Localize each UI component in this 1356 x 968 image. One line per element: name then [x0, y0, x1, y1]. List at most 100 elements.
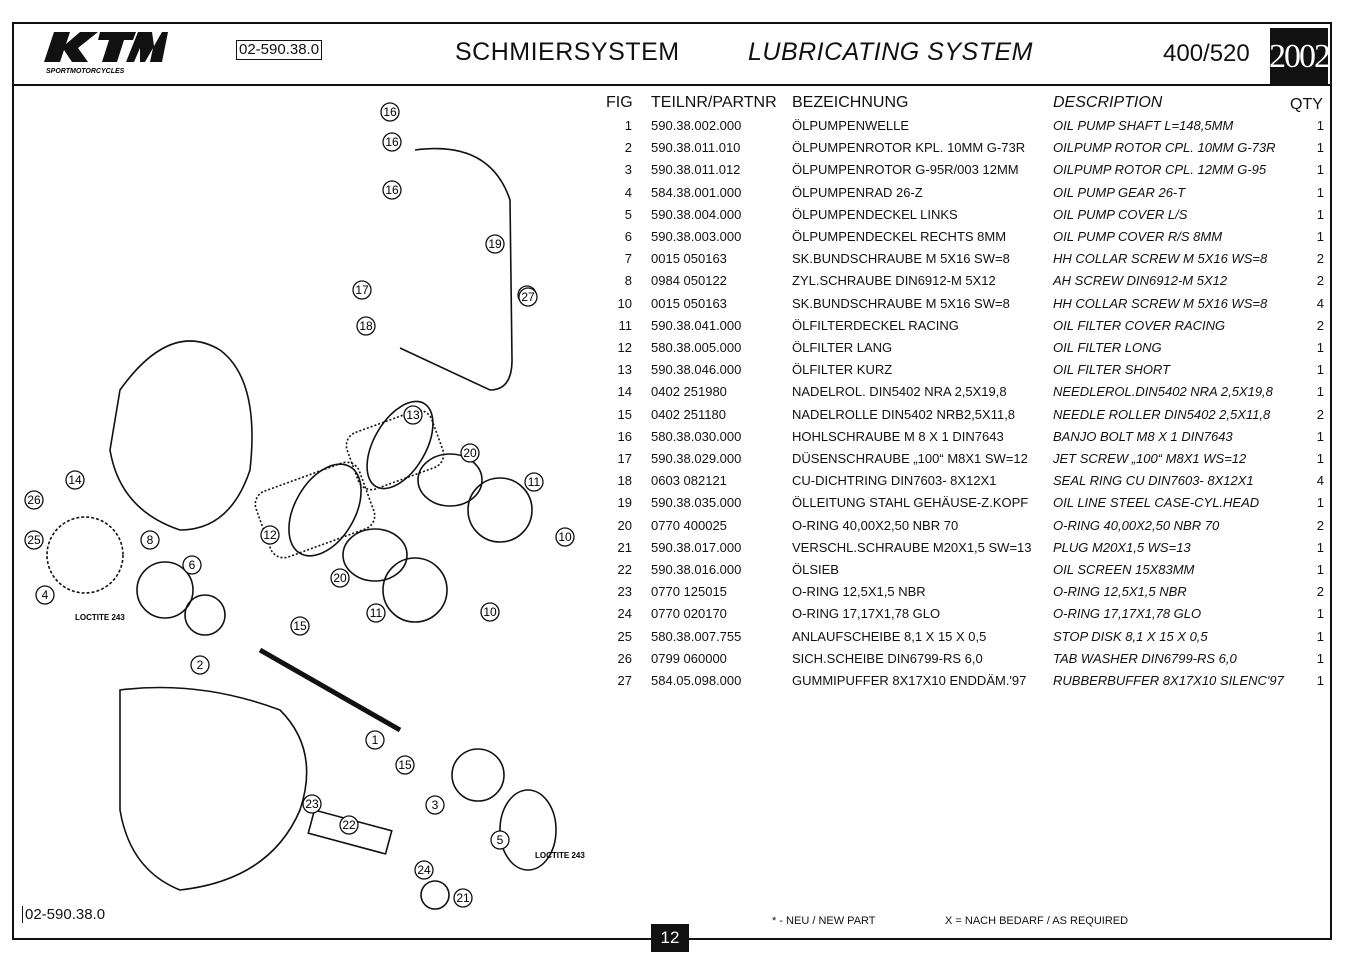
cell-fig: 15 — [617, 406, 632, 422]
cell-fig: 24 — [617, 606, 632, 622]
cell-description-en: O-RING 17,17X1,78 GLO — [1053, 606, 1202, 622]
cell-description-de: ÖLPUMPENDECKEL RECHTS 8MM — [792, 229, 1007, 244]
cell-part-number: 0770 020170 — [651, 606, 727, 622]
svg-text:18: 18 — [359, 319, 373, 333]
cell-description-en: NEEDLE ROLLER DIN5402 2,5X11,8 — [1053, 406, 1271, 422]
cell-fig: 8 — [624, 273, 632, 289]
svg-text:1: 1 — [372, 733, 379, 747]
cell-part-number: 590.38.041.000 — [651, 317, 742, 333]
svg-text:8: 8 — [147, 533, 154, 547]
cell-qty: 1 — [1316, 562, 1324, 577]
svg-text:15: 15 — [293, 619, 307, 633]
cell-description-en: STOP DISK 8,1 X 15 X 0,5 — [1053, 628, 1208, 644]
cell-fig: 22 — [617, 562, 632, 577]
callout-2: 2 — [190, 655, 210, 675]
cell-part-number: 590.38.035.000 — [651, 495, 742, 511]
title-english: LUBRICATING SYSTEM — [748, 38, 1033, 66]
callout-11: 11 — [524, 472, 544, 492]
cell-qty: 2 — [1316, 406, 1324, 422]
cell-fig: 27 — [617, 673, 632, 688]
svg-text:5: 5 — [497, 833, 504, 847]
cell-fig: 7 — [624, 251, 632, 267]
cell-part-number: 590.38.002.000 — [651, 118, 742, 133]
cell-part-number: 590.38.017.000 — [651, 539, 742, 555]
svg-text:4: 4 — [42, 588, 49, 602]
cell-description-en: RUBBERBUFFER 8X17X10 SILENC'97 — [1053, 673, 1284, 688]
callout-27: 27 — [518, 287, 538, 307]
callout-18: 18 — [356, 316, 376, 336]
svg-text:14: 14 — [68, 473, 82, 487]
cell-part-number: 590.38.011.012 — [651, 162, 741, 178]
svg-text:20: 20 — [333, 571, 347, 585]
cell-description-de: O-RING 12,5X1,5 NBR — [792, 584, 926, 600]
callout-13: 13 — [403, 405, 423, 425]
cell-part-number: 0402 251180 — [651, 406, 726, 422]
cell-qty: 2 — [1316, 317, 1324, 333]
cell-fig: 19 — [617, 495, 632, 511]
cell-qty: 1 — [1316, 162, 1324, 178]
callout-25: 25 — [24, 530, 44, 550]
callout-15: 15 — [290, 616, 310, 636]
footer-document-number: 02-590.38.0 — [22, 906, 105, 923]
svg-text:10: 10 — [483, 605, 497, 619]
callout-5: 5 — [490, 830, 510, 850]
cell-qty: 1 — [1316, 673, 1324, 688]
cell-qty: 2 — [1316, 517, 1324, 533]
footer-note-as-required: X = NACH BEDARF / AS REQUIRED — [945, 915, 1129, 927]
cell-description-en: O-RING 40,00X2,50 NBR 70 — [1053, 517, 1220, 533]
cell-part-number: 0770 400025 — [651, 517, 727, 533]
cell-description-en: OIL PUMP SHAFT L=148,5MM — [1053, 118, 1234, 133]
svg-text:20: 20 — [463, 446, 477, 460]
cell-qty: 2 — [1316, 251, 1324, 267]
cell-qty: 1 — [1316, 206, 1324, 222]
cell-qty: 1 — [1316, 650, 1324, 666]
cell-description-de: SK.BUNDSCHRAUBE M 5X16 SW=8 — [792, 251, 1010, 267]
callout-22: 22 — [339, 815, 359, 835]
svg-text:16: 16 — [385, 135, 399, 149]
cell-description-en: O-RING 12,5X1,5 NBR — [1053, 584, 1187, 600]
cell-qty: 1 — [1316, 229, 1324, 244]
cell-part-number: 584.05.098.000 — [651, 673, 742, 688]
cell-fig: 1 — [624, 118, 632, 133]
cell-qty: 1 — [1316, 628, 1324, 644]
cell-qty: 1 — [1316, 606, 1324, 622]
cell-qty: 1 — [1316, 118, 1324, 133]
cell-description-de: ÖLPUMPENWELLE — [792, 118, 910, 133]
col-de-header: BEZEICHNUNG — [792, 94, 909, 111]
cell-part-number: 0015 050163 — [651, 295, 727, 311]
cell-description-de: ÖLFILTERDECKEL RACING — [792, 317, 959, 333]
cell-fig: 25 — [617, 628, 632, 644]
cell-description-en: HH COLLAR SCREW M 5X16 WS=8 — [1053, 295, 1268, 311]
callout-20: 20 — [460, 443, 480, 463]
callout-24: 24 — [414, 860, 434, 880]
cell-description-en: OIL LINE STEEL CASE-CYL.HEAD — [1053, 495, 1260, 511]
svg-text:27: 27 — [521, 290, 535, 304]
col-qty-header: QTY — [1290, 96, 1323, 113]
exploded-view-diagram: 1234568101011111213141516161617181819202… — [24, 102, 585, 910]
svg-text:3: 3 — [432, 798, 439, 812]
cell-qty: 1 — [1316, 362, 1324, 378]
cell-part-number: 590.38.011.010 — [651, 140, 741, 156]
callout-12: 12 — [260, 525, 280, 545]
cell-description-de: ÖLPUMPENROTOR KPL. 10MM G-73R — [792, 140, 1026, 156]
cell-description-de: SICH.SCHEIBE DIN6799-RS 6,0 — [792, 650, 983, 666]
cell-part-number: 0770 125015 — [651, 584, 727, 600]
cell-fig: 4 — [624, 184, 632, 200]
cell-description-de: ÖLPUMPENDECKEL LINKS — [792, 206, 958, 222]
cell-description-de: ÖLPUMPENRAD 26-Z — [792, 184, 923, 200]
cell-qty: 1 — [1316, 140, 1324, 156]
cell-description-de: CU-DICHTRING DIN7603- 8X12X1 — [792, 473, 997, 489]
oil-line-shape — [399, 147, 513, 391]
cell-part-number: 580.38.030.000 — [651, 428, 742, 444]
year-badge: 2002 — [1269, 28, 1331, 86]
